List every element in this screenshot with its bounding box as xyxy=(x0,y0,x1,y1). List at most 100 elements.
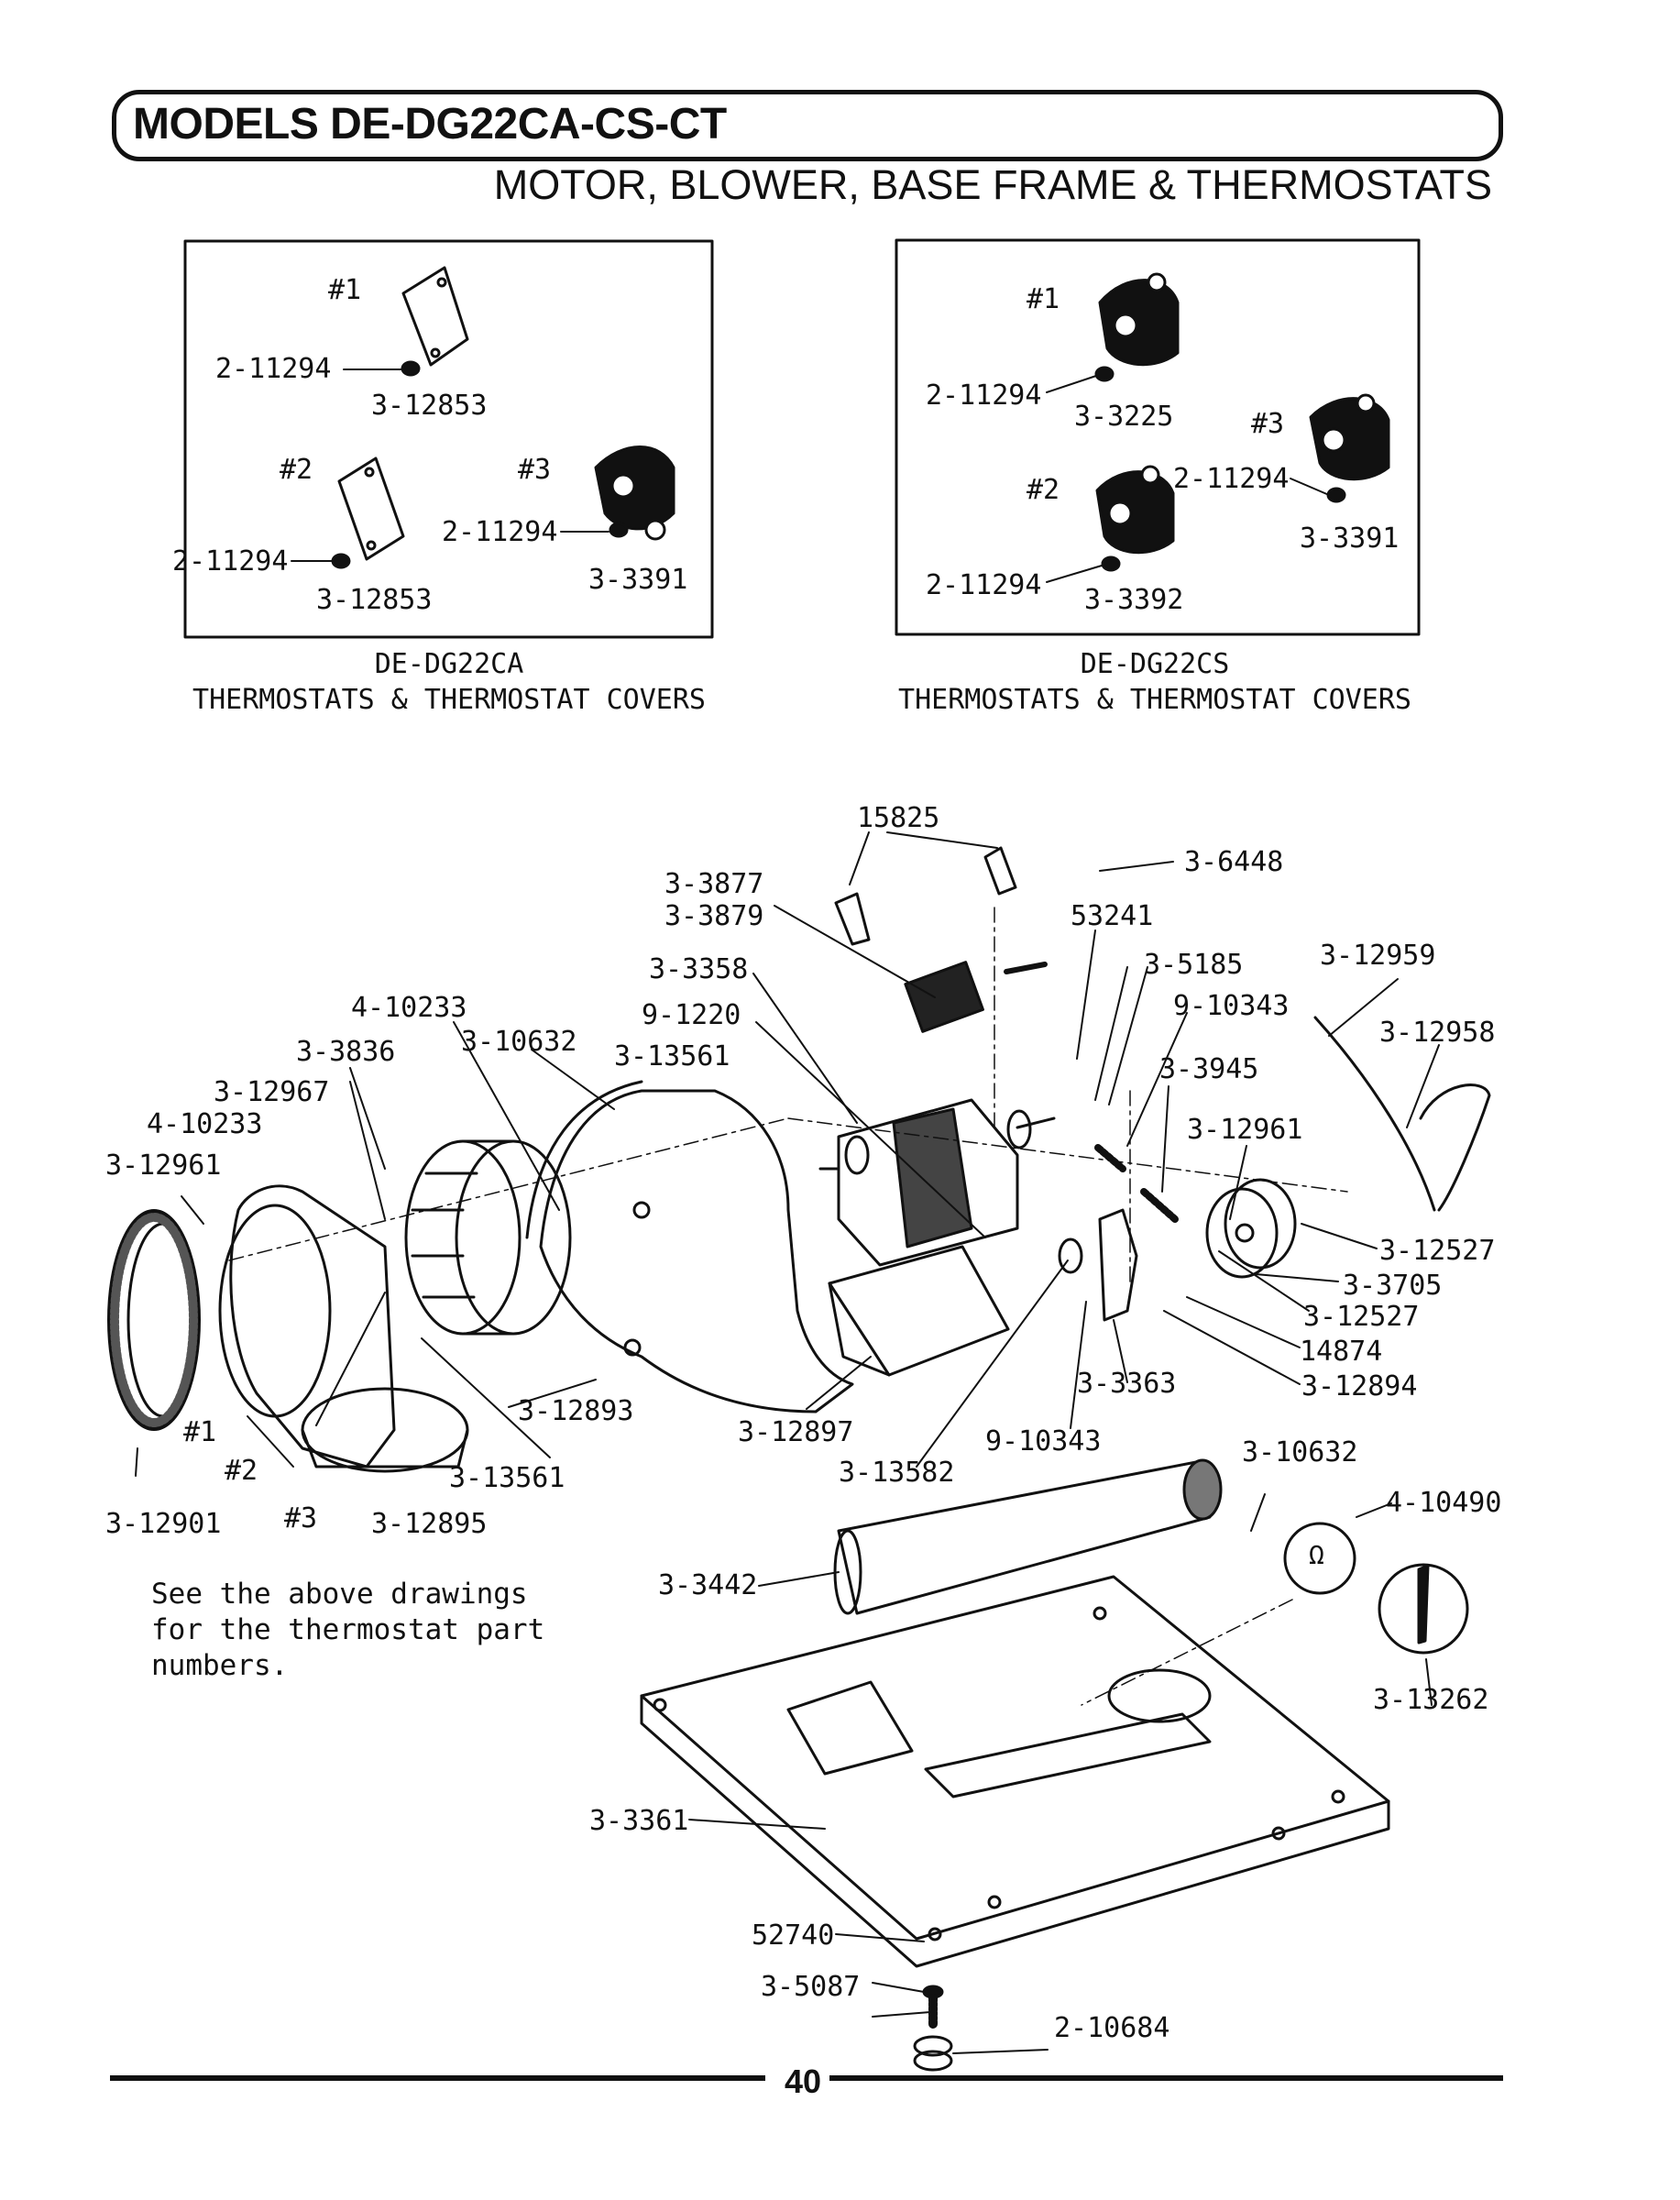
screw-icons-right xyxy=(1094,366,1346,572)
inset-left-caption: DE-DG22CA THERMOSTATS & THERMOSTAT COVER… xyxy=(183,646,715,718)
part-label: 9-10343 xyxy=(985,1425,1102,1458)
part-label: 4-10490 xyxy=(1386,1487,1502,1519)
part-label: 15825 xyxy=(857,802,940,834)
inset-left-caption-text: THERMOSTATS & THERMOSTAT COVERS xyxy=(192,684,706,716)
part-label: 4-10233 xyxy=(351,992,467,1024)
page-number: 40 xyxy=(785,2062,822,2100)
inset-right-label: #3 xyxy=(1251,408,1285,440)
page-subtitle: MOTOR, BLOWER, BASE FRAME & THERMOSTATS xyxy=(493,161,1492,208)
part-label: 3-12961 xyxy=(1187,1114,1303,1146)
inset-right-label: 3-3391 xyxy=(1300,522,1400,555)
part-label: 3-3836 xyxy=(296,1036,396,1068)
footnote: See the above drawings for the thermosta… xyxy=(151,1578,545,1682)
part-label: 3-12527 xyxy=(1379,1235,1496,1267)
part-label: 3-13582 xyxy=(839,1457,955,1489)
inset-right-caption: DE-DG22CS THERMOSTATS & THERMOSTAT COVER… xyxy=(889,646,1421,718)
blower-housing xyxy=(525,1080,854,1414)
part-label: 3-12895 xyxy=(371,1508,488,1540)
part-label: 3-6448 xyxy=(1184,846,1284,878)
leader-lines-left-inset xyxy=(291,368,609,562)
inset-right-label: 2-11294 xyxy=(926,569,1042,601)
base-mount-plate xyxy=(301,1387,469,1473)
part-label: 3-12959 xyxy=(1320,940,1436,972)
blower-wheel xyxy=(404,1139,572,1336)
blower-duct xyxy=(833,1458,1223,1615)
inset-left-label: #1 xyxy=(328,274,362,306)
inset-left-label: #2 xyxy=(280,454,313,486)
part-label: 3-13561 xyxy=(449,1462,565,1494)
part-label: 53241 xyxy=(1071,900,1154,932)
part-label: 3-13561 xyxy=(614,1040,730,1072)
title-frame xyxy=(112,90,1503,161)
idler-spring xyxy=(1094,1144,1179,1223)
part-label: 3-3363 xyxy=(1077,1368,1177,1400)
idler-bracket xyxy=(1058,1208,1138,1322)
inset-right-caption-model: DE-DG22CS xyxy=(1080,648,1230,680)
part-label: 52740 xyxy=(752,1920,835,1952)
inset-left-label: 2-11294 xyxy=(172,545,289,578)
motor-clips xyxy=(834,846,1017,946)
part-label: 4-10233 xyxy=(147,1108,263,1140)
footer-rule xyxy=(110,2075,1503,2081)
part-label: 9-1220 xyxy=(642,999,741,1031)
drive-belt xyxy=(1313,1016,1491,1212)
motor-base-bracket xyxy=(828,1245,1010,1377)
part-label: 3-12958 xyxy=(1379,1017,1496,1049)
leader-lines-main xyxy=(135,831,1440,2054)
part-label: 3-3877 xyxy=(664,868,764,900)
part-label: #1 xyxy=(183,1416,217,1448)
inset-left-label: 3-12853 xyxy=(371,390,488,422)
inset-left-label: 2-11294 xyxy=(215,353,332,385)
thermostat-3-right xyxy=(1309,393,1390,481)
inset-right-label: 3-3225 xyxy=(1074,401,1174,433)
thermostat-cover-2 xyxy=(337,456,405,561)
inset-right-label: 3-3392 xyxy=(1084,584,1184,616)
part-label: 3-3705 xyxy=(1343,1270,1443,1302)
center-lines xyxy=(228,907,1348,1706)
detail-circle-a xyxy=(1283,1522,1356,1595)
part-label: 3-12901 xyxy=(105,1508,222,1540)
part-label: 3-3879 xyxy=(664,900,764,932)
blower-front-plate xyxy=(218,1184,396,1468)
part-label: 3-3358 xyxy=(649,953,749,985)
part-label: 3-3945 xyxy=(1159,1053,1259,1085)
inset-right-frame xyxy=(895,238,1421,636)
inset-right-label: #1 xyxy=(1027,283,1060,315)
leader-lines-right-inset xyxy=(1046,375,1330,583)
leveling-leg xyxy=(913,1985,953,2072)
thermostat-3-left xyxy=(594,446,675,541)
inset-left-frame xyxy=(183,239,714,639)
inset-right-label: 2-11294 xyxy=(926,380,1042,412)
part-label: 2-10684 xyxy=(1054,2012,1170,2044)
inset-left-label: #3 xyxy=(518,454,552,486)
part-label: 3-10632 xyxy=(461,1026,577,1058)
detail-circle-b xyxy=(1378,1563,1469,1655)
motor-switch xyxy=(904,961,1048,1033)
inset-right-label: #2 xyxy=(1027,474,1060,506)
inset-right-caption-text: THERMOSTATS & THERMOSTAT COVERS xyxy=(898,684,1411,716)
part-label: 14874 xyxy=(1300,1336,1383,1368)
part-label: 3-12897 xyxy=(738,1416,854,1448)
inset-left-label: 2-11294 xyxy=(442,516,558,548)
inset-left-label: 3-3391 xyxy=(588,564,688,596)
thermostat-cover-1 xyxy=(401,266,469,367)
part-label: 3-3442 xyxy=(658,1569,758,1601)
part-label: #3 xyxy=(284,1502,318,1534)
part-label: 3-12967 xyxy=(214,1076,330,1108)
thermostat-1-right xyxy=(1098,272,1180,367)
part-label: 9-10343 xyxy=(1173,990,1290,1022)
idler-pulley xyxy=(1205,1178,1297,1279)
models-title: MODELS DE-DG22CA-CS-CT xyxy=(133,100,727,148)
part-label: 3-12894 xyxy=(1301,1370,1418,1402)
part-label: 3-12961 xyxy=(105,1150,222,1182)
motor xyxy=(818,1098,1056,1267)
screw-icons-left xyxy=(331,360,629,569)
part-label: 3-5087 xyxy=(761,1971,861,2003)
part-label: 3-13262 xyxy=(1373,1684,1489,1716)
part-label: 3-12527 xyxy=(1303,1301,1420,1333)
part-label: #2 xyxy=(225,1455,258,1487)
thermostat-2-right xyxy=(1095,465,1175,555)
detail-omega-icon: Ω xyxy=(1309,1540,1324,1570)
inset-left-caption-model: DE-DG22CA xyxy=(374,648,524,680)
